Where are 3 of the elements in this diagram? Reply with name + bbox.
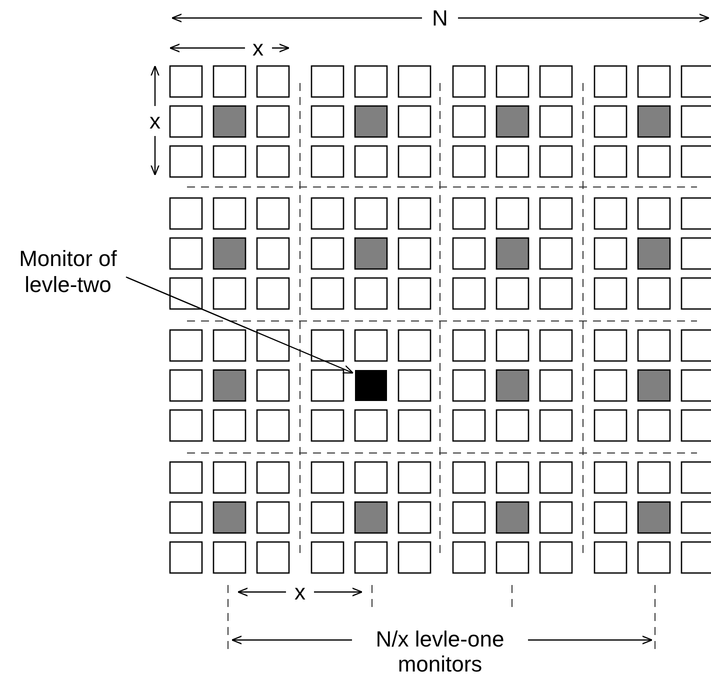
callout-text: Monitor of levle-two: [4, 246, 132, 299]
level-two-monitor-square: [355, 370, 387, 401]
leader-line: [126, 276, 354, 374]
